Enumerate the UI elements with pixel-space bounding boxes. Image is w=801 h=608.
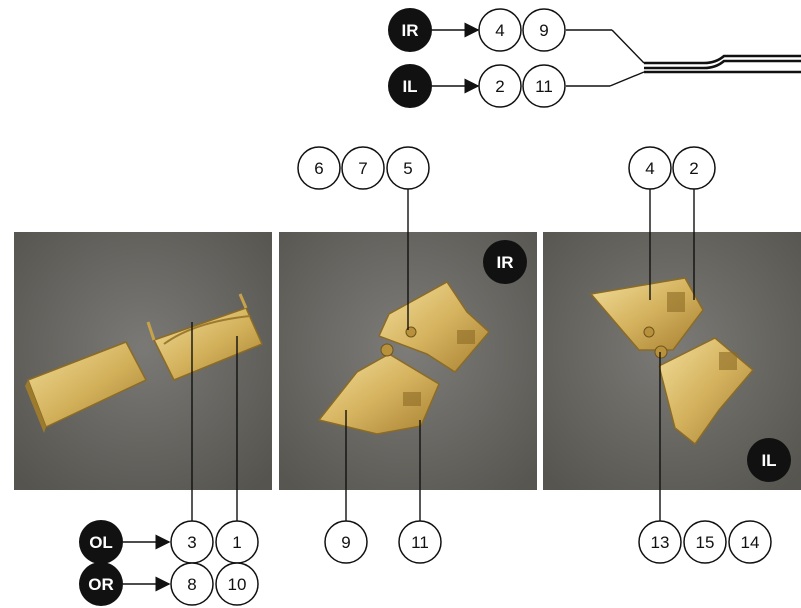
svg-text:9: 9 [341,533,350,552]
or-badge: OR [79,562,123,606]
svg-text:IR: IR [402,21,419,40]
svg-text:14: 14 [741,533,760,552]
svg-text:10: 10 [228,575,247,594]
ir-top-badge: IR [388,8,432,52]
svg-text:8: 8 [187,575,196,594]
callout-3: 3 [170,520,214,564]
svg-text:4: 4 [495,21,504,40]
door-profile-diagram [566,29,801,87]
callout-6: 6 [297,146,341,190]
callout-7: 7 [341,146,385,190]
outer-door-flat [25,341,148,433]
svg-text:15: 15 [696,533,715,552]
callout-1: 1 [215,520,259,564]
callout-8: 8 [170,562,214,606]
svg-text:OL: OL [89,533,113,552]
callout-10: 10 [215,562,259,606]
svg-text:2: 2 [495,77,504,96]
ir-lower-part [317,343,440,435]
svg-text:11: 11 [535,77,553,96]
callout-2: 2 [672,146,716,190]
svg-text:3: 3 [187,533,196,552]
svg-text:6: 6 [314,159,323,178]
outer-door-folded [146,293,263,381]
svg-text:2: 2 [689,159,698,178]
callout-5: 5 [386,146,430,190]
il-upper-part [589,277,704,351]
il-top-badge: IL [388,64,432,108]
svg-text:OR: OR [88,575,114,594]
callout-11: 11 [398,520,442,564]
svg-text:4: 4 [645,159,654,178]
ir-photo-badge: IR [483,240,527,284]
ol-badge: OL [79,520,123,564]
svg-text:7: 7 [358,159,367,178]
svg-text:IR: IR [497,253,514,272]
callout-il-2: 2 [478,64,522,108]
svg-text:IL: IL [761,451,776,470]
svg-text:11: 11 [411,533,429,552]
svg-text:1: 1 [232,533,241,552]
il-photo-badge: IL [747,438,791,482]
callout-ir-9: 9 [522,8,566,52]
callout-il-11: 11 [522,64,566,108]
callout-15: 15 [683,520,727,564]
callout-14: 14 [728,520,772,564]
svg-text:9: 9 [539,21,548,40]
callout-ir-4: 4 [478,8,522,52]
callout-13: 13 [638,520,682,564]
ir-upper-part [377,281,491,373]
svg-text:13: 13 [651,533,670,552]
callout-4: 4 [628,146,672,190]
svg-text:5: 5 [403,159,412,178]
photo-outer-doors [14,232,272,490]
callout-9: 9 [324,520,368,564]
svg-text:IL: IL [402,77,417,96]
il-lower-part [654,337,755,446]
